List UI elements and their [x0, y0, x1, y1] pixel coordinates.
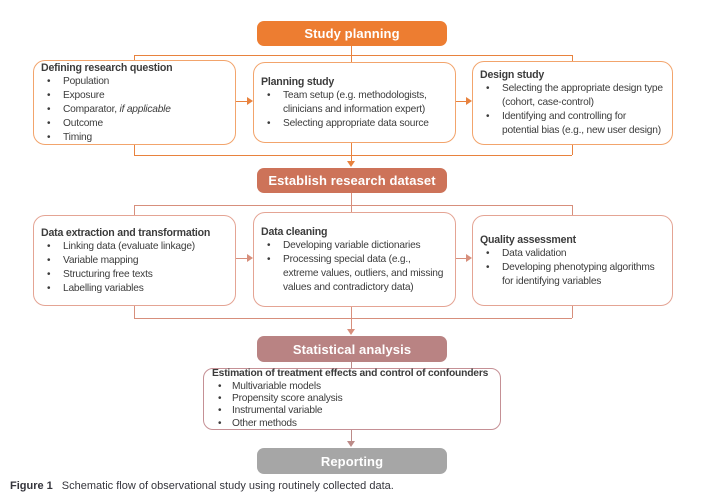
bullet-item: Multivariable models	[212, 381, 492, 394]
arrowhead-down-icon	[347, 441, 355, 447]
bullet-list: Data validation Developing phenotyping a…	[480, 247, 665, 289]
bullet-list: Team setup (e.g. methodologists, clinici…	[261, 89, 448, 131]
bullet-text-italic: if applicable	[119, 103, 171, 115]
box-estimation-of-treatment-effects: Estimation of treatment effects and cont…	[203, 368, 501, 430]
stage-establish-research-dataset: Establish research dataset	[257, 168, 447, 193]
box-data-extraction-and-transformation: Data extraction and transformation Linki…	[33, 215, 236, 306]
figure-caption-label: Figure 1	[10, 480, 53, 492]
connector-line	[236, 258, 248, 259]
figure-caption-text: Schematic flow of observational study us…	[61, 480, 394, 492]
stage-reporting: Reporting	[257, 448, 447, 474]
bullet-list: Multivariable models Propensity score an…	[212, 381, 492, 430]
bullet-item: Linking data (evaluate linkage)	[41, 240, 228, 254]
connector-line	[134, 205, 572, 206]
bullet-item: Developing phenotyping algorithms for id…	[480, 261, 665, 289]
bullet-item: Processing special data (e.g., extreme v…	[261, 253, 448, 295]
connector-line	[351, 362, 352, 368]
arrowhead-down-icon	[347, 329, 355, 335]
connector-line	[351, 46, 352, 62]
box-title: Data extraction and transformation	[41, 226, 211, 239]
bullet-list: Linking data (evaluate linkage) Variable…	[41, 240, 228, 296]
connector-line	[456, 101, 467, 102]
bullet-item: Variable mapping	[41, 254, 228, 268]
connector-line	[236, 101, 248, 102]
box-title: Quality assessment	[480, 233, 576, 246]
arrowhead-right-icon	[247, 254, 253, 262]
connector-line	[134, 55, 135, 61]
arrowhead-right-icon	[466, 254, 472, 262]
box-title: Design study	[480, 69, 545, 81]
bullet-item: Population	[41, 75, 228, 89]
bullet-item: Propensity score analysis	[212, 393, 492, 406]
box-title: Defining research question	[41, 61, 173, 74]
connector-line	[134, 155, 572, 156]
connector-line	[351, 193, 352, 212]
stage-study-planning: Study planning	[257, 21, 447, 46]
connector-line	[572, 144, 573, 155]
arrowhead-down-icon	[347, 161, 355, 167]
connector-line	[572, 205, 573, 215]
connector-line	[134, 55, 572, 56]
box-defining-research-question: Defining research question Population Ex…	[33, 60, 236, 145]
figure-caption: Figure 1 Schematic flow of observational …	[10, 480, 394, 492]
connector-line	[572, 55, 573, 62]
bullet-item: Team setup (e.g. methodologists, clinici…	[261, 89, 448, 117]
bullet-item: Timing	[41, 131, 228, 145]
bullet-item: Outcome	[41, 117, 228, 131]
bullet-text: Comparator,	[63, 103, 120, 115]
bullet-item: Selecting appropriate data source	[261, 117, 448, 131]
connector-line	[351, 430, 352, 442]
bullet-item: Instrumental variable	[212, 405, 492, 418]
bullet-item: Selecting the appropriate design type (c…	[480, 82, 665, 110]
box-data-cleaning: Data cleaning Developing variable dictio…	[253, 212, 456, 307]
box-title: Data cleaning	[261, 225, 328, 238]
connector-line	[456, 258, 467, 259]
connector-line	[134, 145, 135, 155]
connector-line	[351, 143, 352, 162]
connector-line	[134, 205, 135, 215]
bullet-list: Developing variable dictionaries Process…	[261, 239, 448, 295]
bullet-item: Labelling variables	[41, 282, 228, 296]
bullet-item: Structuring free texts	[41, 268, 228, 282]
connector-line	[134, 306, 135, 318]
connector-line	[572, 306, 573, 318]
box-planning-study: Planning study Team setup (e.g. methodol…	[253, 62, 456, 143]
box-title: Planning study	[261, 75, 335, 88]
stage-statistical-analysis: Statistical analysis	[257, 336, 447, 362]
arrowhead-right-icon	[466, 97, 472, 105]
arrowhead-right-icon	[247, 97, 253, 105]
box-title: Estimation of treatment effects and cont…	[212, 368, 489, 380]
connector-line	[351, 307, 352, 329]
bullet-item: Developing variable dictionaries	[261, 239, 448, 253]
connector-line	[134, 318, 572, 319]
box-quality-assessment: Quality assessment Data validation Devel…	[472, 215, 673, 306]
box-design-study: Design study Selecting the appropriate d…	[472, 61, 673, 145]
bullet-item: Other methods	[212, 418, 492, 431]
bullet-item: Identifying and controlling for potentia…	[480, 110, 665, 138]
bullet-item: Data validation	[480, 247, 665, 261]
bullet-item: Comparator, if applicable	[41, 103, 228, 117]
bullet-item: Exposure	[41, 89, 228, 103]
bullet-list: Selecting the appropriate design type (c…	[480, 82, 665, 138]
bullet-list: Population Exposure Comparator, if appli…	[41, 75, 228, 145]
